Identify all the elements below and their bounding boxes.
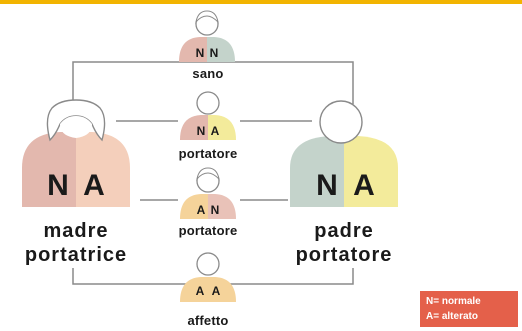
- child4-allele-left: A: [196, 284, 205, 298]
- child1-hair: [195, 10, 219, 24]
- child1-allele-right: N: [210, 46, 219, 60]
- child4-head: [196, 252, 220, 276]
- child2-body-left: [180, 115, 208, 140]
- child-figure-portatore-1: [180, 91, 236, 140]
- mother-figure: [22, 99, 130, 207]
- child2-head: [196, 91, 220, 115]
- father-label-line2: portatore: [295, 244, 393, 266]
- child1-body-right: [207, 37, 235, 62]
- father-allele-left: N: [316, 169, 338, 202]
- child4-allele-right: A: [212, 284, 221, 298]
- child2-label: portatore: [178, 146, 238, 161]
- child1-allele-left: N: [196, 46, 205, 60]
- father-label-line1: padre: [314, 220, 374, 242]
- child3-allele-left: A: [197, 203, 206, 217]
- legend-normal: N= normale: [426, 296, 481, 307]
- father-body-left: [290, 136, 344, 207]
- mother-label-line2: portatrice: [24, 244, 128, 266]
- legend-altered: A= alterato: [426, 311, 478, 322]
- child4-body: [180, 277, 236, 302]
- father-head: [319, 100, 363, 144]
- child3-hair: [196, 167, 220, 181]
- child-figure-portatore-2: [180, 167, 236, 219]
- mother-body-left: [22, 132, 76, 207]
- child-figure-sano: [179, 10, 235, 62]
- child3-body-left: [180, 194, 208, 219]
- mother-body-right: [76, 132, 130, 207]
- father-figure: [290, 100, 398, 207]
- child2-allele-left: N: [197, 124, 206, 138]
- child1-label: sano: [192, 66, 224, 81]
- top-accent-bar: [0, 0, 522, 4]
- child2-allele-right: A: [211, 124, 220, 138]
- father-body-right: [344, 136, 398, 207]
- child4-label: affetto: [187, 313, 229, 328]
- father-allele-right: A: [353, 169, 375, 202]
- mother-face: [60, 116, 92, 138]
- mother-label-line1: madre: [43, 220, 109, 242]
- child1-body-left: [179, 37, 207, 62]
- legend-box: N= normale A= alterato: [420, 291, 518, 327]
- child3-body-right: [208, 194, 236, 219]
- child-figure-affetto: [180, 252, 236, 302]
- child2-body-right: [208, 115, 236, 140]
- mother-allele-right: A: [83, 169, 105, 202]
- child3-label: portatore: [178, 223, 238, 238]
- child3-allele-right: N: [211, 203, 220, 217]
- mother-allele-left: N: [47, 169, 69, 202]
